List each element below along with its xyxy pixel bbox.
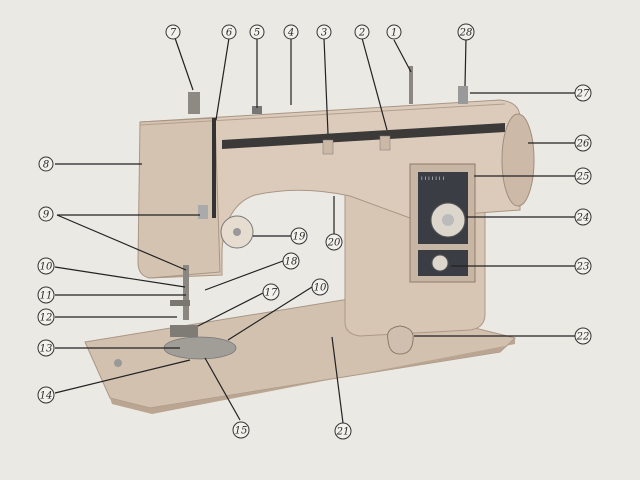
drop-feed-knob xyxy=(387,325,414,355)
callout-1: 1 xyxy=(386,24,402,40)
callout-18-label: 18 xyxy=(285,257,298,268)
callout-25: 25 xyxy=(574,167,592,185)
callout-11: 11 xyxy=(37,286,55,304)
callout-14-label: 14 xyxy=(40,391,53,402)
callout-3: 3 xyxy=(316,24,332,40)
callout-12-label: 12 xyxy=(40,313,53,324)
callout-8: 8 xyxy=(38,156,54,172)
callout-3-label: 3 xyxy=(321,28,327,39)
callout-26: 26 xyxy=(574,134,592,152)
presser-bar xyxy=(183,265,189,320)
callout-17: 17 xyxy=(262,283,280,301)
callout-14: 14 xyxy=(37,386,55,404)
leader-18 xyxy=(204,260,284,291)
leader-1 xyxy=(393,39,412,73)
callout-20: 20 xyxy=(325,233,343,251)
callout-4: 4 xyxy=(283,24,299,40)
leader-28 xyxy=(464,37,467,87)
presser-foot-lever xyxy=(198,205,208,219)
leader-3 xyxy=(323,37,329,135)
leader-lines xyxy=(54,37,575,424)
stitch-length-knob-top xyxy=(458,86,468,104)
callout-27-label: 27 xyxy=(576,89,590,100)
needle-position-lever xyxy=(379,135,391,151)
leader-10a xyxy=(54,266,186,288)
reverse-stitch-button xyxy=(431,254,449,272)
leader-21 xyxy=(331,336,344,424)
callout-9-label: 9 xyxy=(43,210,50,221)
callout-25-label: 25 xyxy=(576,172,590,183)
stitch-selector-knob-inner xyxy=(442,214,454,226)
callout-22: 22 xyxy=(574,327,592,345)
bobbin-winder-spindle xyxy=(188,92,200,114)
presser-foot xyxy=(170,325,198,337)
callout-4-label: 4 xyxy=(287,28,294,39)
callout-21-label: 21 xyxy=(336,427,350,438)
callout-23: 23 xyxy=(574,257,592,275)
callout-10a-label: 10 xyxy=(40,262,53,273)
leader-14 xyxy=(54,359,191,394)
callout-15: 15 xyxy=(232,421,250,439)
callout-8-label: 8 xyxy=(43,160,49,171)
callout-12: 12 xyxy=(37,308,55,326)
callout-1-label: 1 xyxy=(391,28,397,39)
needle-clamp xyxy=(170,300,190,306)
callout-19: 19 xyxy=(290,227,308,245)
leader-6 xyxy=(215,37,230,121)
take-up-lever xyxy=(212,118,216,218)
callout-13: 13 xyxy=(37,339,55,357)
callout-10b-label: 10 xyxy=(314,283,327,294)
callout-28-label: 28 xyxy=(459,28,473,39)
stitch-dial-markings: ı ı ı ı ı ı ı xyxy=(421,175,444,182)
hand-wheel xyxy=(501,113,535,207)
slide-plate-screw xyxy=(114,359,122,367)
callout-7: 7 xyxy=(165,24,181,40)
callout-6: 6 xyxy=(221,24,237,40)
callout-5-label: 5 xyxy=(254,28,260,39)
callout-2-label: 2 xyxy=(358,28,365,39)
callout-2: 2 xyxy=(354,24,370,40)
callout-5: 5 xyxy=(249,24,265,40)
callout-13-label: 13 xyxy=(40,344,53,355)
callout-10a: 10 xyxy=(37,257,55,275)
leader-10b xyxy=(227,286,313,341)
leader-15 xyxy=(204,357,241,421)
callout-23-label: 23 xyxy=(576,262,590,273)
callout-6-label: 6 xyxy=(226,28,233,39)
callout-21: 21 xyxy=(334,422,352,440)
callout-24: 24 xyxy=(574,208,592,226)
leader-2 xyxy=(361,37,388,131)
callout-7-label: 7 xyxy=(170,28,177,39)
stitch-rail xyxy=(222,123,505,149)
callout-18: 18 xyxy=(282,252,300,270)
stitch-width-lever xyxy=(322,139,334,155)
callout-26-label: 26 xyxy=(576,139,590,150)
callout-11-label: 11 xyxy=(40,291,53,302)
callout-10b: 10 xyxy=(311,278,329,296)
leader-17 xyxy=(197,292,264,327)
callout-9: 9 xyxy=(38,206,54,222)
leader-9b xyxy=(56,214,187,271)
spool-pin xyxy=(409,66,413,104)
callout-17-label: 17 xyxy=(265,288,278,299)
tension-dial-center xyxy=(233,228,241,236)
arm-top-edge xyxy=(139,103,506,126)
callout-28: 28 xyxy=(457,23,475,41)
leader-7 xyxy=(174,37,194,91)
thread-guide-top xyxy=(252,106,262,114)
machine-face-cover xyxy=(137,117,221,279)
callout-24-label: 24 xyxy=(576,213,590,224)
callout-22-label: 22 xyxy=(576,332,590,343)
callout-27: 27 xyxy=(574,84,592,102)
callout-20-label: 20 xyxy=(327,238,341,249)
callout-19-label: 19 xyxy=(293,232,306,243)
callout-15-label: 15 xyxy=(235,426,248,437)
